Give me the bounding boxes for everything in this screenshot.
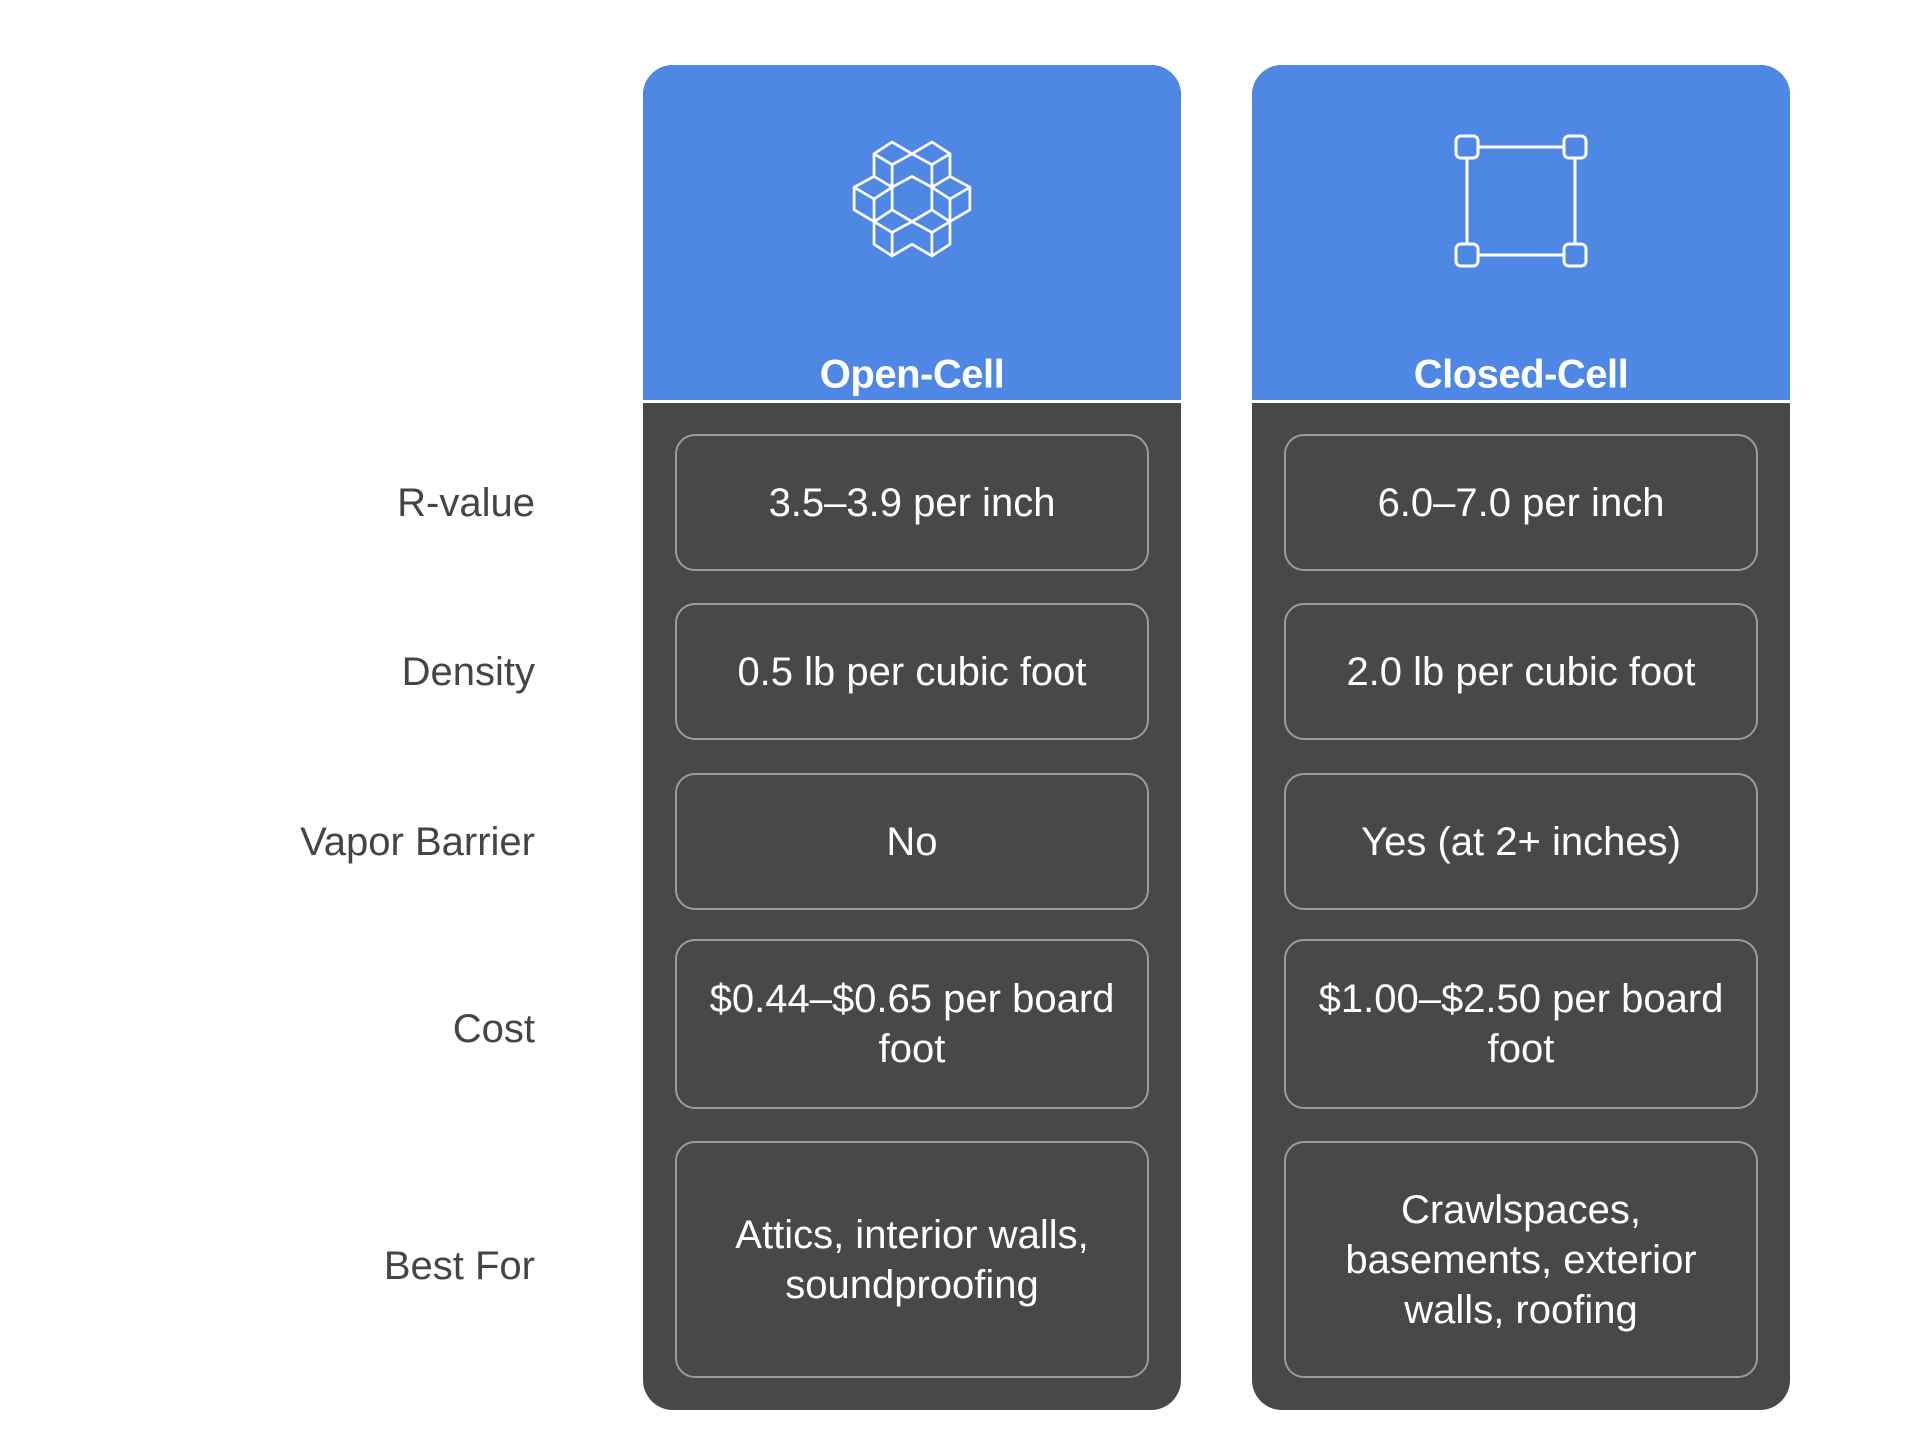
open-cell-density: 0.5 lb per cubic foot xyxy=(675,603,1149,740)
open-cell-header: Open-Cell xyxy=(643,65,1181,403)
closed-cell-r-value: 6.0–7.0 per inch xyxy=(1284,434,1758,571)
square-nodes-icon xyxy=(1454,134,1588,268)
open-cell-title: Open-Cell xyxy=(819,352,1005,397)
closed-cell-vapor-barrier: Yes (at 2+ inches) xyxy=(1284,773,1758,910)
open-cell-best-for: Attics, interior walls, soundproofing xyxy=(675,1141,1149,1378)
row-label-r-value: R-value xyxy=(397,481,535,525)
open-cell-r-value: 3.5–3.9 per inch xyxy=(675,434,1149,571)
row-label-best-for: Best For xyxy=(383,1244,535,1288)
cube-cluster-icon xyxy=(852,140,972,258)
row-label-cost: Cost xyxy=(452,1007,535,1051)
row-label-density: Density xyxy=(401,650,535,694)
closed-cell-density: 2.0 lb per cubic foot xyxy=(1284,603,1758,740)
open-cell-column: Open-Cell 3.5–3.9 per inch 0.5 lb per cu… xyxy=(643,65,1181,1410)
open-cell-cost: $0.44–$0.65 per board foot xyxy=(675,939,1149,1109)
closed-cell-title: Closed-Cell xyxy=(1413,352,1629,397)
row-label-vapor-barrier: Vapor Barrier xyxy=(300,820,535,864)
closed-cell-cost: $1.00–$2.50 per board foot xyxy=(1284,939,1758,1109)
open-cell-vapor-barrier: No xyxy=(675,773,1149,910)
closed-cell-header: Closed-Cell xyxy=(1252,65,1790,403)
closed-cell-column: Closed-Cell 6.0–7.0 per inch 2.0 lb per … xyxy=(1252,65,1790,1410)
closed-cell-best-for: Crawlspaces, basements, exterior walls, … xyxy=(1284,1141,1758,1378)
